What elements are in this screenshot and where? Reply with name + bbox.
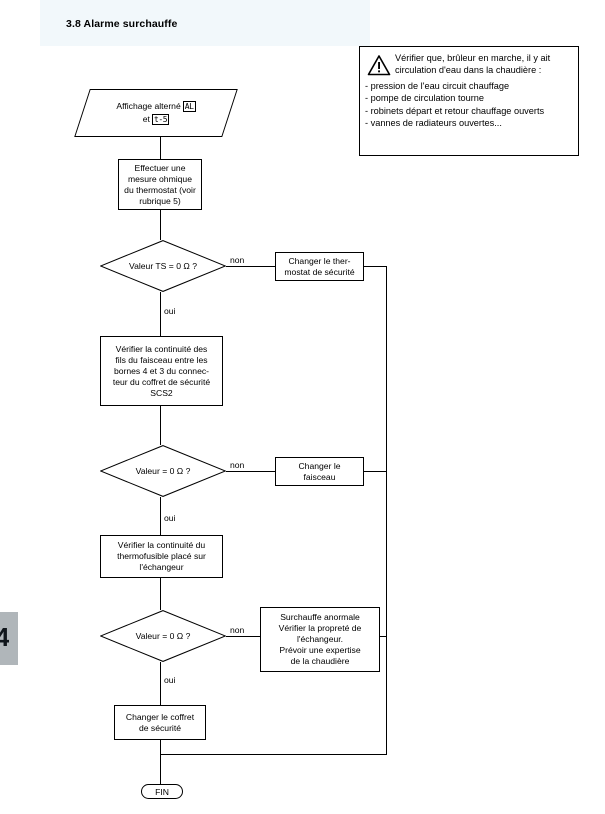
decision-2-label: Valeur = 0 Ω ? (135, 466, 191, 476)
connector-action4-to-end (160, 740, 161, 784)
connector-return-bus (386, 266, 387, 755)
flow-node-step-2: Vérifier la continuité des fils du faisc… (100, 336, 223, 406)
step-3-line-1: Vérifier la continuité du (117, 540, 206, 550)
step-1-line-3: du thermostat (voir (124, 184, 196, 195)
connector-decision2-yes (160, 497, 161, 535)
step-2-line-5: SCS2 (150, 387, 173, 398)
edge-label-decision1-no: non (230, 255, 245, 265)
start-node-connector: et (142, 114, 150, 124)
margin-section-number: 4 (0, 622, 9, 652)
action-3-line-5: de la chaudière (290, 656, 350, 666)
flow-node-decision-3: Valeur = 0 Ω ? (100, 610, 226, 662)
display-code-t5: t-5 (151, 114, 170, 125)
connector-action1-to-bus (364, 266, 386, 267)
page-title: 3.8 Alarme surchauffe (66, 18, 178, 30)
flow-node-decision-2: Valeur = 0 Ω ? (100, 445, 226, 497)
decision-2-shape (100, 445, 226, 497)
action-3-line-4: Prévoir une expertise (279, 645, 361, 655)
edge-label-decision2-no: non (230, 460, 245, 470)
step-3-line-2: thermofusible placé sur (117, 551, 206, 561)
step-2-line-2: fils du faisceau entre les (115, 354, 208, 365)
action-2-line-1: Changer le (298, 460, 341, 471)
decision-1-shape (100, 240, 226, 292)
flow-node-step-3: Vérifier la continuité du thermofusible … (100, 535, 223, 578)
warning-item-1: - pompe de circulation tourne (365, 93, 484, 104)
connector-bus-to-end (160, 754, 387, 755)
step-1-line-4: rubrique 5) (139, 195, 181, 206)
connector-decision3-yes (160, 662, 161, 705)
flow-node-decision-1: Valeur TS = 0 Ω ? (100, 240, 226, 292)
flow-node-step-1: Effectuer une mesure ohmique du thermost… (118, 159, 202, 210)
warning-heading: Vérifier que, brûleur en marche, il y ai… (395, 53, 575, 76)
connector-step3-to-decision3 (160, 578, 161, 610)
edge-label-decision1-yes: oui (164, 306, 176, 316)
connector-decision3-no (226, 636, 275, 637)
step-2-line-1: Vérifier la continuité des (115, 343, 208, 354)
action-3-line-3: l'échangeur. (296, 634, 344, 644)
action-2-line-2: faisceau (303, 471, 336, 482)
connector-decision2-no (226, 471, 275, 472)
connector-decision1-no (226, 266, 275, 267)
warning-heading-line-1: Vérifier que, brûleur en marche, il y ai… (395, 53, 551, 63)
flow-node-action-2: Changer le faisceau (275, 457, 364, 486)
warning-note: Vérifier que, brûleur en marche, il y ai… (359, 46, 579, 156)
warning-item-3: - vannes de radiateurs ouvertes... (365, 118, 502, 129)
edge-label-decision3-yes: oui (164, 675, 176, 685)
warning-heading-line-2: circulation d'eau dans la chaudière : (395, 64, 542, 75)
decision-3-shape (100, 610, 226, 662)
decision-1-label: Valeur TS = 0 Ω ? (129, 261, 197, 271)
connector-step1-to-decision1 (160, 210, 161, 240)
step-1-line-2: mesure ohmique (127, 173, 192, 184)
connector-decision1-yes (160, 292, 161, 336)
warning-item-0: - pression de l'eau circuit chauffage (365, 81, 510, 91)
warning-triangle-icon (367, 55, 391, 76)
connector-step2-to-decision2 (160, 406, 161, 445)
action-1-line-1: Changer le ther- (288, 255, 351, 266)
action-3-line-2: Vérifier la propreté de (278, 623, 362, 633)
action-3-line-1: Surchauffe anormale (280, 612, 360, 622)
action-4-line-2: de sécurité (138, 722, 182, 733)
step-3-line-3: l'échangeur (139, 562, 184, 572)
connector-start-to-step1 (160, 137, 161, 159)
edge-label-decision2-yes: oui (164, 513, 176, 523)
warning-item-2: - robinets départ et retour chauffage ou… (365, 105, 545, 116)
connector-action2-to-bus (364, 471, 386, 472)
display-code-al: AL (182, 101, 196, 112)
edge-label-decision3-no: non (230, 625, 245, 635)
margin-section-tab (0, 612, 18, 665)
flow-node-end: FIN (141, 784, 183, 799)
decision-3-label: Valeur = 0 Ω ? (135, 631, 191, 641)
flow-node-action-1: Changer le ther- mostat de sécurité (275, 252, 364, 281)
step-1-line-1: Effectuer une (134, 162, 186, 173)
flow-node-action-3: Surchauffe anormale Vérifier la propreté… (260, 607, 380, 672)
start-node-prefix: Affichage alterné (116, 101, 181, 111)
header-band (40, 0, 370, 46)
step-2-line-4: teur du coffret de sécurité (112, 376, 211, 387)
action-4-line-1: Changer le coffret (125, 711, 195, 722)
action-1-line-2: mostat de sécurité (284, 266, 355, 277)
warning-checklist: - pression de l'eau circuit chauffage - … (365, 80, 577, 130)
flow-node-action-4: Changer le coffret de sécurité (114, 705, 206, 740)
step-2-line-3: bornes 4 et 3 du connec- (113, 365, 210, 376)
